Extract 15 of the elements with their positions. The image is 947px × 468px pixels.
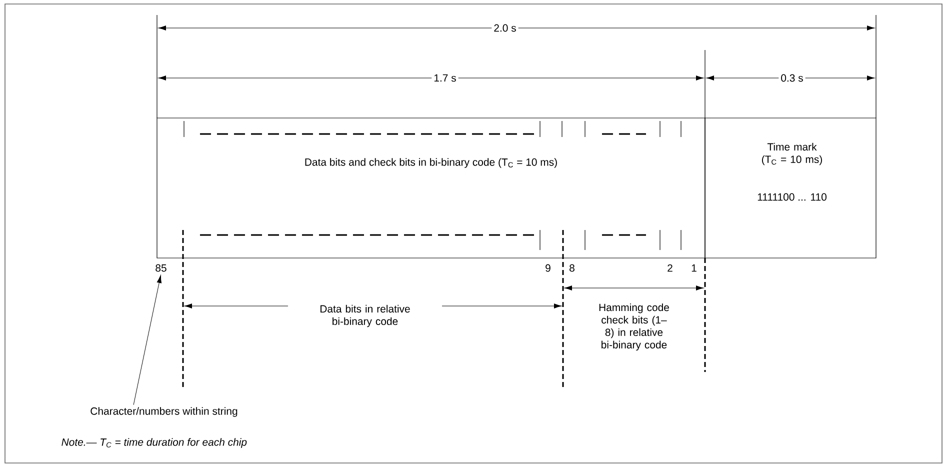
note-text: Note.— T$_{C}$ = time duration for each chip [62,438,247,448]
position-number: 1 [689,262,699,274]
leader-line [133,275,162,406]
dimension-label: Data bits in relative bi-binary code [288,302,442,330]
dimension-label: 0.3 s [778,72,806,84]
data-box: Data bits and check bits in bi-binary code (T$_{C}$ = 10 ms) [156,118,706,258]
position-number: 9 [543,262,553,274]
caption-text: Character/numbers within string [90,407,238,417]
position-number: 85 [156,264,166,272]
time-mark-box: Time mark (T$_{C}$ = 10 ms) 1111100 ... 110 [704,118,876,258]
position-number: 2 [665,262,675,274]
position-number: 8 [567,262,577,274]
dimension-label: 2.0 s [492,22,518,34]
dimension-label: Hamming code check bits (1–8) in relative bi-binary code [596,301,672,353]
dimension-label: 1.7 s [432,72,458,84]
